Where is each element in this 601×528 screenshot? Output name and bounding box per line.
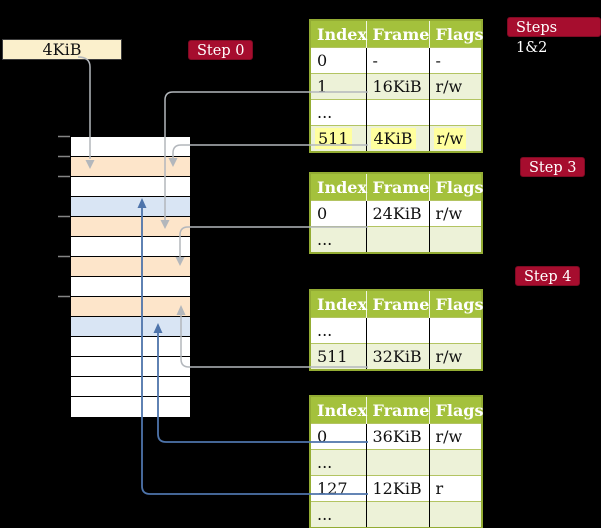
memory-row-11 <box>71 337 190 357</box>
step-3-badge: Step 3 <box>520 157 586 177</box>
memory-row-5-page-table <box>71 217 190 237</box>
memory-row-10-mapped-page <box>71 317 190 337</box>
table-row: 1 16KiB r/w <box>310 73 482 100</box>
header-frame: Frame <box>366 173 430 201</box>
memory-row-14 <box>71 397 190 417</box>
table-row: ... <box>310 226 482 253</box>
table-row: ... <box>310 317 482 344</box>
highlighted-value: 511 <box>315 128 352 149</box>
header-frame: Frame <box>366 396 430 424</box>
table-header-row: Index Frame Flags <box>310 290 484 318</box>
memory-row-9-page-table <box>71 297 190 317</box>
memory-row-6 <box>71 237 190 257</box>
table-row: 127 12KiB r <box>310 475 482 502</box>
header-index: Index <box>310 173 367 201</box>
header-flags: Flags <box>429 396 484 424</box>
table-row: 0 24KiB r/w <box>310 200 482 227</box>
table-row-highlighted: 511 4KiB r/w <box>310 125 482 152</box>
table-row: ... <box>310 501 482 528</box>
table-row: 511 32KiB r/w <box>310 343 482 370</box>
step-0-badge: Step 0 <box>188 40 254 60</box>
header-flags: Flags <box>429 290 484 318</box>
memory-row-2-page-table <box>71 157 190 177</box>
memory-row-7-page-table <box>71 257 190 277</box>
memory-row-13 <box>71 377 190 397</box>
memory-row-12 <box>71 357 190 377</box>
page-table-steps-1-2: Index Frame Flags 0 - - 1 16KiB r/w ... … <box>309 19 484 153</box>
page-table-step-3: Index Frame Flags 0 24KiB r/w ... <box>309 172 484 254</box>
frame-pointer-label: 4KiB <box>42 40 82 59</box>
memory-row-4-mapped-page <box>71 197 190 217</box>
table-header-row: Index Frame Flags <box>310 396 484 424</box>
header-frame: Frame <box>366 290 430 318</box>
memory-row-1 <box>71 137 190 157</box>
highlighted-value: 4KiB <box>370 128 416 149</box>
highlighted-value: r/w <box>433 128 467 149</box>
frame-pointer-box: 4KiB <box>2 39 122 60</box>
table-header-row: Index Frame Flags <box>310 20 484 48</box>
steps-1-2-badge: Steps 1&2 <box>507 17 601 56</box>
address-tick-marks <box>58 135 70 298</box>
physical-memory-column <box>70 136 191 418</box>
header-index: Index <box>310 20 367 48</box>
header-index: Index <box>310 290 367 318</box>
memory-row-8 <box>71 277 190 297</box>
table-row: 0 - - <box>310 47 482 74</box>
header-index: Index <box>310 396 367 424</box>
table-row: ... <box>310 99 482 126</box>
page-table-final-level: Index Frame Flags 0 36KiB r/w ... 127 12… <box>309 395 484 528</box>
table-header-row: Index Frame Flags <box>310 173 484 201</box>
step-4-badge: Step 4 <box>515 266 581 286</box>
memory-row-3 <box>71 177 190 197</box>
page-table-step-4: Index Frame Flags ... 511 32KiB r/w <box>309 289 484 371</box>
table-row: ... <box>310 449 482 476</box>
header-frame: Frame <box>366 20 430 48</box>
table-row: 0 36KiB r/w <box>310 423 482 450</box>
header-flags: Flags <box>429 173 484 201</box>
header-flags: Flags <box>429 20 484 48</box>
